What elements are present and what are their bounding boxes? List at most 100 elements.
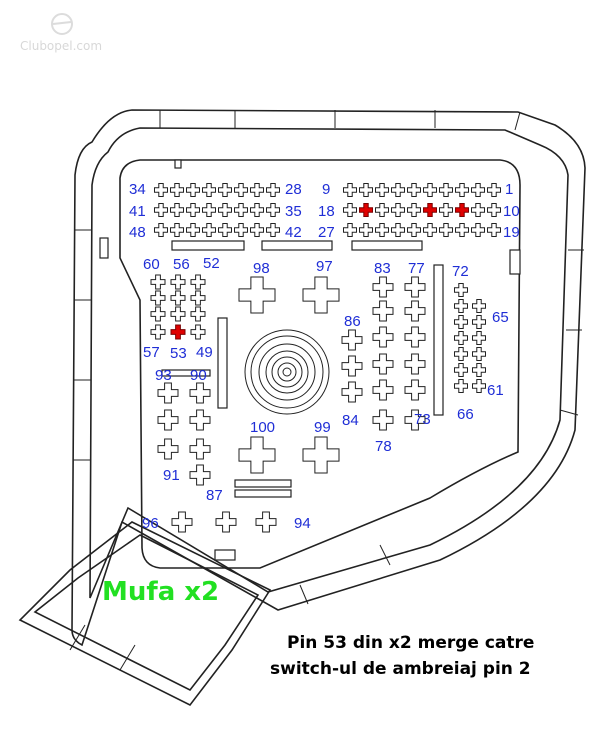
pin-cavity [391, 223, 405, 237]
pin-cavity [472, 363, 486, 377]
pin-cavity [454, 283, 468, 297]
pin-label-9: 9 [322, 181, 330, 198]
pin-cavity [341, 329, 363, 351]
pin-cavity [189, 409, 211, 431]
pin-label-99: 99 [314, 419, 331, 436]
pin-cavity [454, 331, 468, 345]
pin-cavity [472, 347, 486, 361]
pin-cavity [250, 183, 264, 197]
pin-label-90: 90 [190, 367, 207, 384]
center-coding-post [244, 329, 330, 415]
pin-cavity [150, 324, 166, 340]
pin-cavity [190, 324, 206, 340]
pin-cavity [439, 183, 453, 197]
mufa-label: Mufa x2 [102, 577, 219, 607]
pin-cavity [189, 382, 211, 404]
pin-label-78: 78 [375, 438, 392, 455]
pin-cavity [302, 276, 340, 314]
pin-cavity [404, 409, 426, 431]
pin-cavity [218, 203, 232, 217]
pin-cavity [170, 306, 186, 322]
pin-label-87: 87 [206, 487, 223, 504]
pin-cavity [218, 223, 232, 237]
pin-cavity [472, 315, 486, 329]
pin-cavity [150, 290, 166, 306]
pin-label-52: 52 [203, 255, 220, 272]
pin-label-56: 56 [173, 256, 190, 273]
pin-cavity [404, 353, 426, 375]
pin-cavity [454, 347, 468, 361]
pin-cavity [423, 223, 437, 237]
pin-cavity [472, 299, 486, 313]
pin-label-66: 66 [457, 406, 474, 423]
pin-cavity [186, 203, 200, 217]
pin-label-34: 34 [129, 181, 146, 198]
pin-cavity [343, 203, 357, 217]
pin-label-53: 53 [170, 345, 187, 362]
pin-label-98: 98 [253, 260, 270, 277]
pin-label-49: 49 [196, 344, 213, 361]
pin-label-84: 84 [342, 412, 359, 429]
pin-label-48: 48 [129, 224, 146, 241]
pin-cavity [487, 203, 501, 217]
note-line-1: Pin 53 din x2 merge catre [287, 633, 534, 653]
pin-cavity [170, 183, 184, 197]
pin-cavity [343, 183, 357, 197]
pin-cavity [150, 306, 166, 322]
pin-cavity [454, 315, 468, 329]
pin-cavity [455, 223, 469, 237]
pin-cavity [266, 223, 280, 237]
watermark-text: Clubopel.com [20, 39, 102, 53]
pin-cavity [372, 379, 394, 401]
pin-cavity [154, 183, 168, 197]
pin-cavity [487, 183, 501, 197]
pin-cavity [157, 382, 179, 404]
pin-cavity [343, 223, 357, 237]
pin-cavity [404, 276, 426, 298]
pin-cavity [189, 438, 211, 460]
pin-label-35: 35 [285, 203, 302, 220]
pin-cavity [170, 274, 186, 290]
pin-cavity [471, 203, 485, 217]
pin-label-72: 72 [452, 263, 469, 280]
pin-label-83: 83 [374, 260, 391, 277]
pin-cavity [487, 223, 501, 237]
pin-cavity [234, 223, 248, 237]
pin-cavity [250, 203, 264, 217]
pin-cavity [150, 274, 166, 290]
pin-cavity [170, 290, 186, 306]
pin-cavity [171, 511, 193, 533]
pin-cavity [157, 409, 179, 431]
pin-cavity [266, 203, 280, 217]
pin-cavity [302, 436, 340, 474]
pin-cavity [189, 464, 211, 486]
pin-cavity [391, 183, 405, 197]
pin-label-93: 93 [155, 367, 172, 384]
pin-cavity [472, 331, 486, 345]
pin-label-57: 57 [143, 344, 160, 361]
pin-cavity [372, 353, 394, 375]
pin-cavity [154, 223, 168, 237]
pin-cavity [404, 300, 426, 322]
pin-cavity [372, 276, 394, 298]
pin-cavity [375, 183, 389, 197]
pin-label-28: 28 [285, 181, 302, 198]
pin-cavity [234, 183, 248, 197]
pin-cavity [186, 183, 200, 197]
connector-housing [71, 109, 586, 647]
pin-cavity [190, 290, 206, 306]
pin-cavity [439, 203, 453, 217]
pin-cavity [455, 183, 469, 197]
pin-label-60: 60 [143, 256, 160, 273]
pin-cavity [407, 223, 421, 237]
pin-label-41: 41 [129, 203, 146, 220]
pin-cavities [150, 183, 501, 533]
pin-label-65: 65 [492, 309, 509, 326]
pin-cavity [341, 355, 363, 377]
pin-cavity [190, 306, 206, 322]
pin-cavity [471, 223, 485, 237]
mufa-plug-outline [18, 521, 272, 707]
pin-cavity [372, 300, 394, 322]
active-pin-cavity [359, 203, 373, 217]
